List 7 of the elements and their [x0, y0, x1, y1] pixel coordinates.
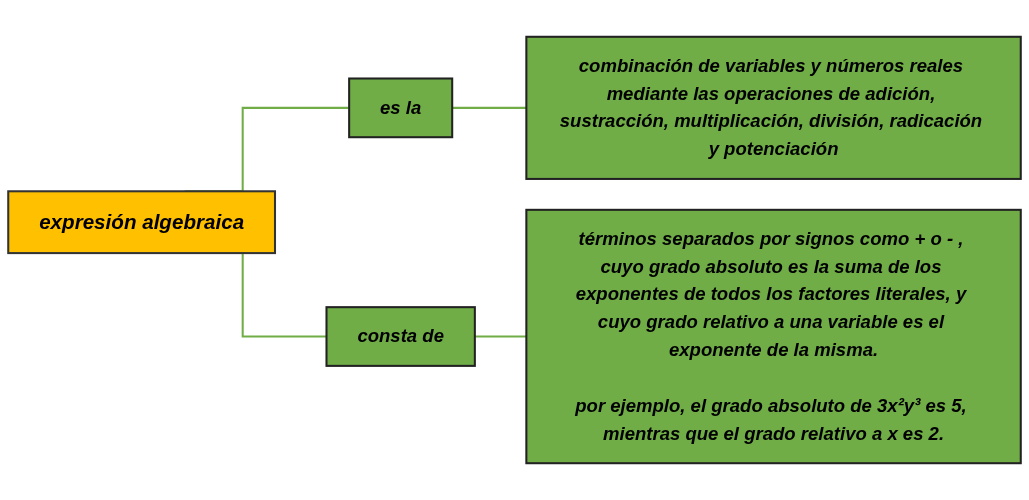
node-box: términos separados por signos como + o - , cuyo grado absoluto es la suma de los exponentes de todos los factores literales, y cuyo grado relativo a una variable es el exponente de la misma. por ejemplo, el grado absoluto de 3x²y³ es 5, mientras que el grado relativo a x es 2.: [525, 208, 1022, 465]
connector: [474, 335, 527, 338]
node-box: combinación de variables y números reales mediante las operaciones de adición, sustracción, multiplicación, división, radicación y potenciación: [525, 35, 1022, 180]
node-box: consta de: [325, 306, 476, 367]
node-box: expresión algebraica: [7, 190, 277, 255]
node-box: es la: [348, 77, 454, 139]
connector: [452, 106, 527, 109]
